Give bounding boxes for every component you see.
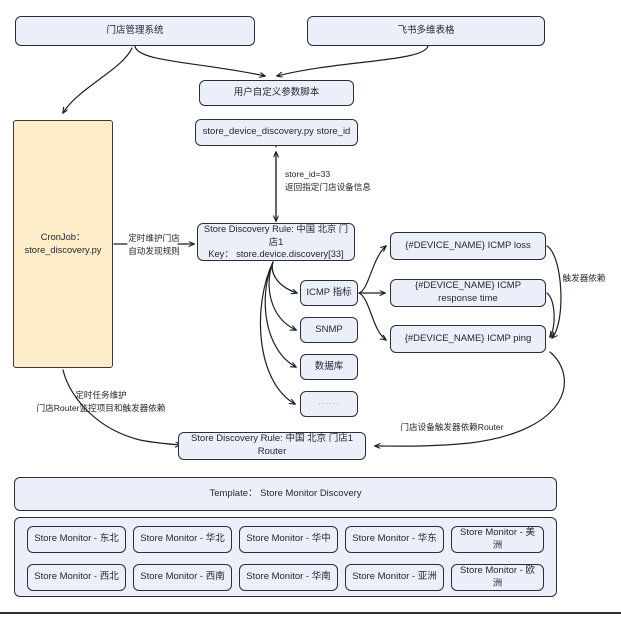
bottom-divider — [0, 612, 621, 614]
node-feishu-sheet[interactable]: 飞书多维表格 — [307, 16, 545, 46]
node-ellipsis[interactable]: ······ — [300, 391, 358, 417]
node-icmp-response-time[interactable]: {#DEVICE_NAME} ICMP response time — [390, 279, 546, 307]
node-store-management-system[interactable]: 门店管理系统 — [15, 16, 255, 46]
node-icmp-ping[interactable]: {#DEVICE_NAME} ICMP ping — [390, 325, 546, 353]
store-monitor-item[interactable]: Store Monitor - 美洲 — [451, 526, 544, 553]
node-database[interactable]: 数据库 — [300, 354, 358, 380]
store-monitor-item[interactable]: Store Monitor - 华南 — [239, 564, 338, 591]
edge-label-cron-maintenance: 定时任务维护 门店Router监控项目和触发器依赖 — [36, 390, 166, 413]
edge-label-cron-to-rule: 定时维护门店 自动发现规则 — [128, 233, 180, 256]
store-monitor-item[interactable]: Store Monitor - 华东 — [345, 526, 444, 553]
store-monitor-item[interactable]: Store Monitor - 华中 — [239, 526, 338, 553]
store-monitor-item[interactable]: Store Monitor - 西南 — [133, 564, 232, 591]
node-icmp-loss[interactable]: {#DEVICE_NAME} ICMP loss — [390, 232, 546, 260]
node-template-store-monitor-discovery[interactable]: Template： Store Monitor Discovery — [14, 477, 557, 511]
node-snmp[interactable]: SNMP — [300, 317, 358, 343]
node-router-discovery-rule[interactable]: Store Discovery Rule: 中国 北京 门店1 Router — [178, 432, 366, 460]
store-monitor-item[interactable]: Store Monitor - 西北 — [27, 564, 126, 591]
edge-label-store-id-return: store_id=33 返回指定门店设备信息 — [285, 169, 371, 192]
store-monitor-item[interactable]: Store Monitor - 华北 — [133, 526, 232, 553]
edge-label-trigger-dependency: 触发器依赖 — [562, 273, 606, 283]
node-cronjob[interactable]: CronJob： store_discovery.py — [13, 120, 113, 368]
store-monitor-item[interactable]: Store Monitor - 欧洲 — [451, 564, 544, 591]
edge-label-device-trigger-router: 门店设备触发器依赖Router — [400, 422, 504, 432]
node-icmp-metrics[interactable]: ICMP 指标 — [300, 280, 358, 306]
store-monitor-item[interactable]: Store Monitor - 东北 — [27, 526, 126, 553]
node-store-device-discovery-script[interactable]: store_device_discovery.py store_id — [195, 119, 358, 146]
node-store-discovery-rule[interactable]: Store Discovery Rule: 中国 北京 门店1 Key： sto… — [197, 223, 355, 261]
node-user-param-script[interactable]: 用户自定义参数脚本 — [199, 80, 354, 106]
store-monitor-item[interactable]: Store Monitor - 亚洲 — [345, 564, 444, 591]
